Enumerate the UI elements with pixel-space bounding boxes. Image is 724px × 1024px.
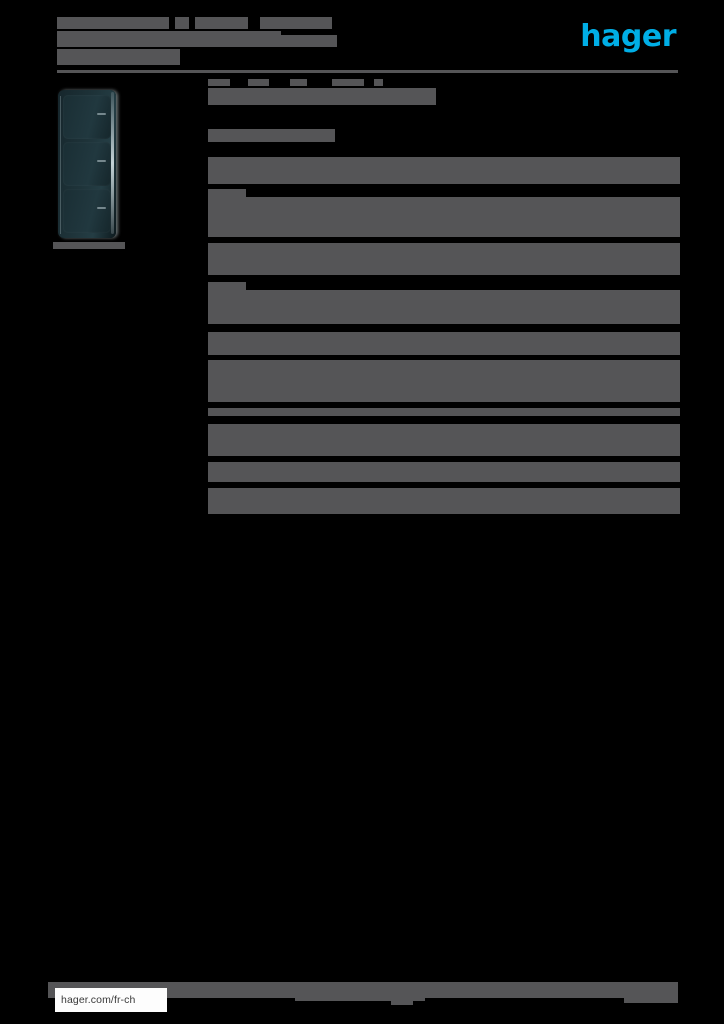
product-gang-1 — [63, 95, 111, 139]
product-gang-2 — [63, 142, 111, 186]
title-redaction-0 — [57, 17, 169, 29]
spec-row-value-redacted-0 — [401, 312, 631, 317]
spec-row — [208, 243, 680, 277]
spec-row-label-redacted — [208, 488, 246, 510]
title-redaction-2 — [195, 17, 248, 29]
heading-redaction-4 — [332, 79, 364, 86]
spec-row — [208, 157, 680, 186]
spec-row-label-redacted — [208, 332, 246, 351]
spec-row-band — [208, 243, 680, 275]
spec-row-value-redacted-0 — [298, 336, 680, 346]
spec-row-label-redacted — [208, 462, 246, 478]
footer-center-redaction-4 — [295, 994, 425, 1001]
title-redaction-1 — [175, 17, 189, 29]
footer-page-redaction-0 — [620, 982, 678, 992]
title-redaction-4 — [57, 31, 281, 47]
spec-row-value-redacted-0 — [304, 464, 680, 473]
footer-center-redaction-5 — [391, 994, 413, 1005]
spec-row — [208, 488, 680, 516]
title-redaction-5 — [57, 49, 180, 65]
spec-row-band — [208, 488, 680, 514]
footer-center-redaction-0 — [295, 985, 311, 992]
product-image — [58, 90, 116, 238]
spec-row-value-redacted-0 — [344, 496, 680, 501]
spec-row-label-redacted — [208, 408, 246, 416]
title-redaction-3 — [260, 17, 332, 29]
hager-logo: hager — [580, 19, 676, 54]
heading-redaction-5 — [374, 79, 383, 86]
spec-row-value-redacted-0 — [318, 161, 680, 182]
heading-redaction-2 — [248, 79, 269, 86]
section-heading-redacted — [208, 79, 680, 114]
footer-center-redaction-1 — [322, 985, 339, 992]
spec-row — [208, 424, 680, 458]
spec-row-value-redacted-0 — [361, 261, 680, 266]
spec-row-band — [208, 360, 680, 402]
main-content — [208, 79, 680, 145]
spec-row-value-redacted-0 — [298, 217, 666, 222]
spec-row — [208, 197, 680, 239]
heading-redaction-3 — [290, 79, 307, 86]
footer-center-redaction-3 — [381, 985, 391, 992]
section-subheading-redacted — [208, 129, 680, 145]
heading-redaction-0 — [208, 88, 436, 105]
spec-row-band — [208, 408, 680, 416]
footer-page-redaction-1 — [624, 993, 678, 1003]
spec-row-label-redacted — [208, 243, 246, 271]
footer-url-link[interactable]: hager.com/fr-ch — [55, 988, 167, 1012]
spec-row-value-redacted-1 — [338, 231, 680, 236]
spec-row-label-redacted — [208, 189, 246, 197]
spec-row — [208, 408, 680, 418]
spec-row-label-redacted — [208, 290, 246, 320]
product-figure — [53, 88, 125, 258]
spec-row-label-redacted — [208, 360, 246, 398]
subtitle-redaction-0 — [243, 35, 337, 47]
spec-row-label-redacted — [208, 161, 246, 171]
spec-row-value-redacted-0 — [274, 410, 286, 416]
specification-table — [208, 157, 680, 516]
product-highlight — [111, 92, 114, 234]
spec-row-label-redacted — [208, 424, 246, 452]
spec-row-label-redacted — [208, 197, 246, 233]
footer-center-redaction-2 — [350, 985, 364, 992]
spec-row — [208, 282, 680, 290]
spec-row — [208, 290, 680, 326]
spec-row — [208, 332, 680, 357]
spec-row-label-redacted — [208, 282, 246, 290]
page-header: hager — [0, 0, 724, 78]
spec-row — [208, 189, 680, 197]
product-gang-3 — [63, 189, 111, 233]
spec-row-value-redacted-1 — [354, 396, 664, 401]
spec-row-value-redacted-0 — [298, 382, 628, 387]
subheading-redaction-0 — [208, 129, 335, 142]
caption-redaction-0 — [53, 242, 125, 249]
spec-row — [208, 462, 680, 484]
heading-redaction-1 — [208, 79, 230, 86]
spec-row-band — [208, 424, 680, 456]
spec-row-band — [208, 290, 680, 324]
spec-row — [208, 360, 680, 404]
product-left-edge — [60, 96, 61, 234]
header-divider — [57, 70, 678, 73]
